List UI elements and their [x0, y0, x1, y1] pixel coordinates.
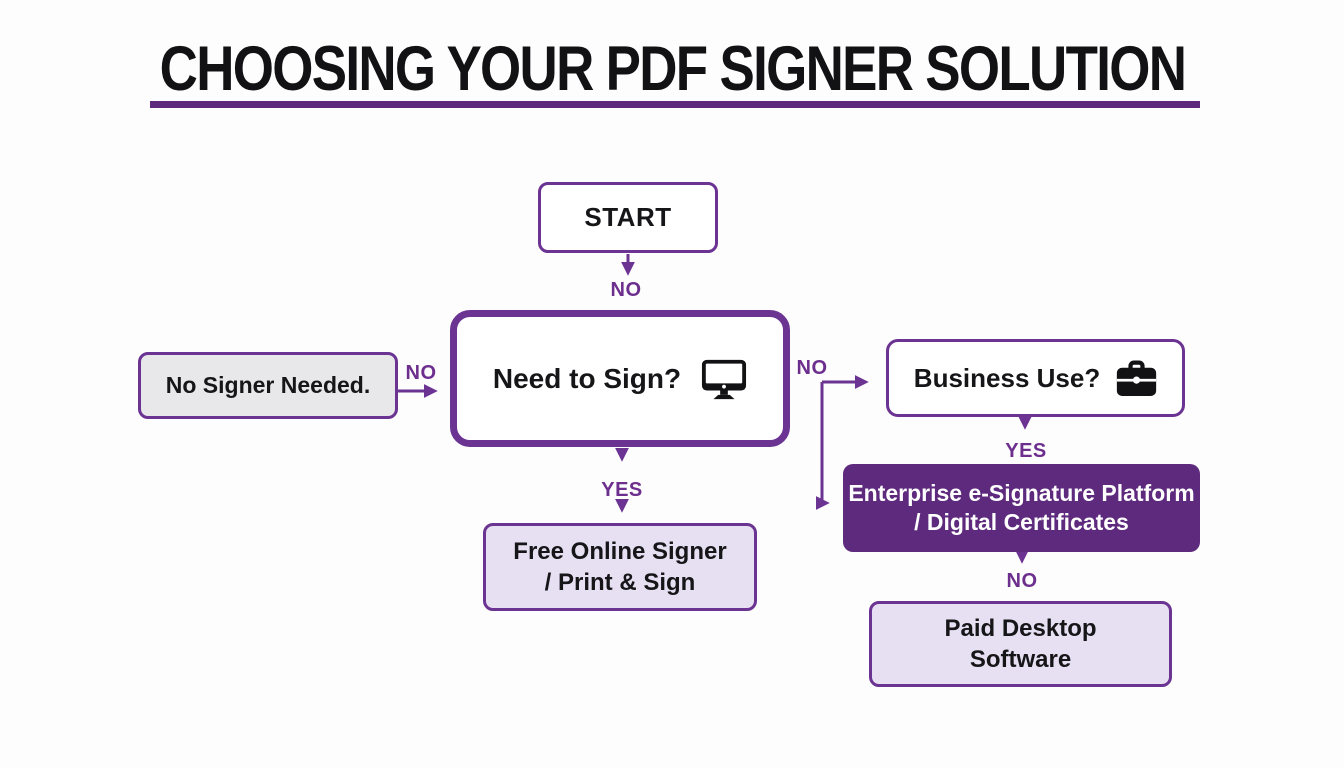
monitor-icon — [701, 358, 747, 400]
node-paid-desktop-line2: Software — [969, 646, 1072, 673]
node-enterprise-platform: Enterprise e-Signature Platform / Digita… — [843, 464, 1200, 552]
node-enterprise-line1: Enterprise e-Signature Platform — [848, 480, 1195, 506]
node-enterprise-line2: / Digital Certificates — [914, 509, 1129, 535]
edge-label-enterprise-no: NO — [1006, 570, 1038, 592]
edge-label-need-yes: YES — [601, 479, 643, 501]
edge-label-start-no: NO — [610, 279, 642, 301]
node-paid-desktop-software: Paid Desktop Software — [869, 601, 1172, 687]
edge-need-to-enterprise — [815, 382, 830, 510]
page-title: CHOOSING YOUR PDF SIGNER SOLUTION — [159, 34, 1186, 104]
node-need-to-sign: Need to Sign? — [450, 310, 790, 447]
node-no-signer-label: No Signer Needed. — [165, 372, 371, 398]
node-free-online-line1: Free Online Signer — [513, 538, 727, 565]
edge-label-business-yes: YES — [1005, 440, 1047, 462]
edge-label-right-no: NO — [796, 357, 828, 379]
node-business-use-label: Business Use? — [913, 362, 1101, 393]
briefcase-icon — [1116, 359, 1157, 397]
node-no-signer-needed: No Signer Needed. — [138, 352, 398, 419]
node-free-online-line2: / Print & Sign — [544, 569, 696, 596]
node-paid-desktop-line1: Paid Desktop — [944, 615, 1097, 642]
node-start: START — [538, 182, 718, 253]
node-start-label: START — [584, 202, 672, 232]
title-underline — [150, 101, 1200, 108]
title-wrap: CHOOSING YOUR PDF SIGNER SOLUTION — [0, 38, 1344, 101]
edge-label-left-no: NO — [405, 362, 437, 384]
node-free-online-signer: Free Online Signer / Print & Sign — [483, 523, 757, 611]
node-business-use: Business Use? — [886, 339, 1185, 417]
node-need-to-sign-label: Need to Sign? — [492, 362, 682, 394]
